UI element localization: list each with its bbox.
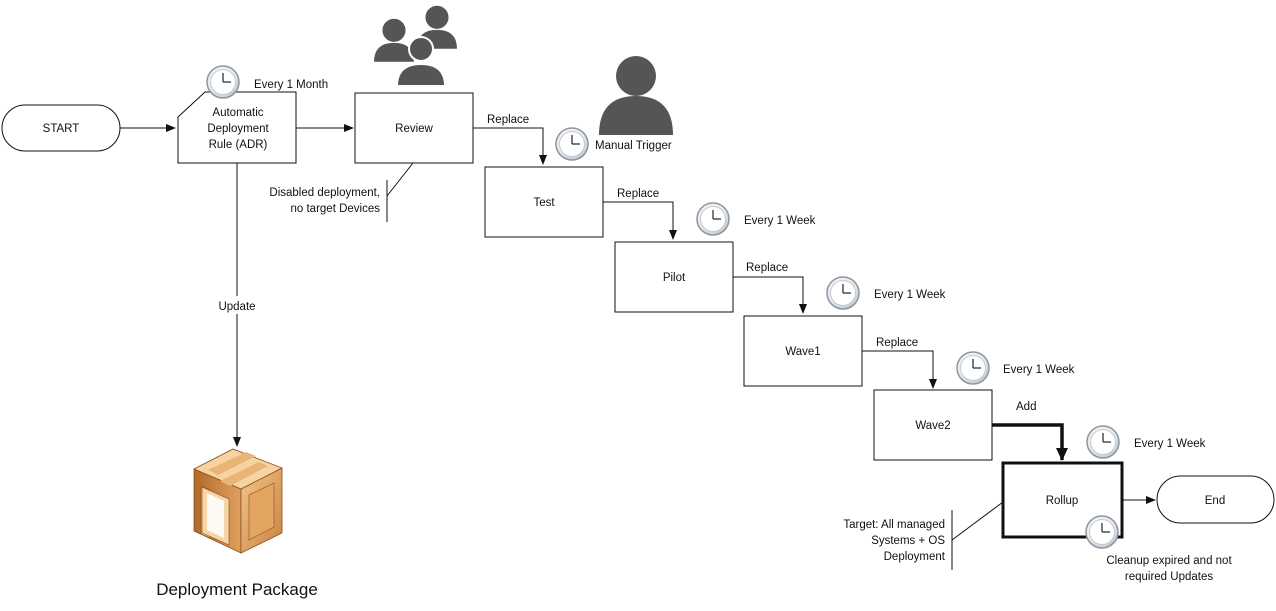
node-review-label: Review [395, 123, 433, 135]
schedule-adr: Every 1 Month [254, 79, 328, 91]
edge-pilot-wave1 [733, 276, 807, 314]
annotation-cleanup-line2: required Updates [1125, 571, 1213, 583]
annotation-review-line2: no target Devices [291, 203, 381, 215]
annotation-review-line1: Disabled deployment, [269, 187, 380, 199]
schedule-wave1: Every 1 Week [874, 289, 946, 301]
node-adr-label-2: Deployment [207, 123, 269, 135]
schedule-wave2: Every 1 Week [1003, 364, 1075, 376]
edge-label-wave1-wave2: Replace [876, 337, 918, 349]
clock-icon [206, 65, 240, 99]
node-review: Review [354, 92, 474, 164]
edge-wave1-wave2 [862, 350, 937, 389]
edge-label-review-test: Replace [487, 114, 529, 126]
annotation-cleanup-line1: Cleanup expired and not [1106, 555, 1232, 567]
node-wave2: Wave2 [873, 389, 993, 461]
annotation-rollup-target: Target: All managed Systems + OS Deploym… [843, 501, 1004, 570]
node-adr-label-3: Rule (ADR) [209, 139, 268, 151]
node-test-label: Test [533, 197, 555, 209]
clock-icon [555, 127, 589, 161]
node-end: End [1156, 475, 1275, 524]
node-rollup-label: Rollup [1046, 495, 1079, 507]
annotation-target-line3: Deployment [884, 551, 946, 563]
edge-label-adr-package: Update [218, 301, 255, 313]
edge-label-bg [214, 296, 260, 314]
edge-label-wave2-rollup: Add [1016, 401, 1036, 413]
node-pilot-label: Pilot [663, 272, 686, 284]
node-wave1: Wave1 [743, 315, 863, 387]
node-wave2-label: Wave2 [915, 420, 950, 432]
node-start-label: START [43, 123, 80, 135]
user-icon [599, 56, 673, 135]
annotation-target-line1: Target: All managed [843, 519, 945, 531]
edge-review-test [473, 127, 547, 165]
schedule-pilot: Every 1 Week [744, 215, 816, 227]
edge-label-pilot-wave1: Replace [746, 262, 788, 274]
schedule-test: Manual Trigger [595, 140, 672, 152]
edge-test-pilot [603, 201, 677, 240]
clock-icon [1086, 425, 1120, 459]
node-adr-label-1: Automatic [212, 107, 263, 119]
annotation-review: Disabled deployment, no target Devices [269, 162, 414, 222]
node-wave1-label: Wave1 [785, 346, 820, 358]
node-start: START [1, 104, 121, 152]
edges [120, 124, 1156, 504]
edge-label-test-pilot: Replace [617, 188, 659, 200]
clock-icon [696, 202, 730, 236]
edge-wave2-rollup [991, 423, 1068, 461]
node-pilot: Pilot [614, 241, 734, 313]
schedule-rollup: Every 1 Week [1134, 438, 1206, 450]
node-end-label: End [1205, 495, 1225, 507]
clock-icon [956, 351, 990, 385]
wooden-crate-icon [193, 448, 283, 554]
clock-icon [826, 276, 860, 310]
clock-icon [1085, 515, 1119, 549]
node-adr: Automatic Deployment Rule (ADR) [177, 91, 297, 164]
user-group-icon [374, 5, 457, 87]
package-label: Deployment Package [156, 580, 318, 599]
annotation-target-line2: Systems + OS [871, 535, 945, 547]
node-test: Test [484, 166, 604, 238]
